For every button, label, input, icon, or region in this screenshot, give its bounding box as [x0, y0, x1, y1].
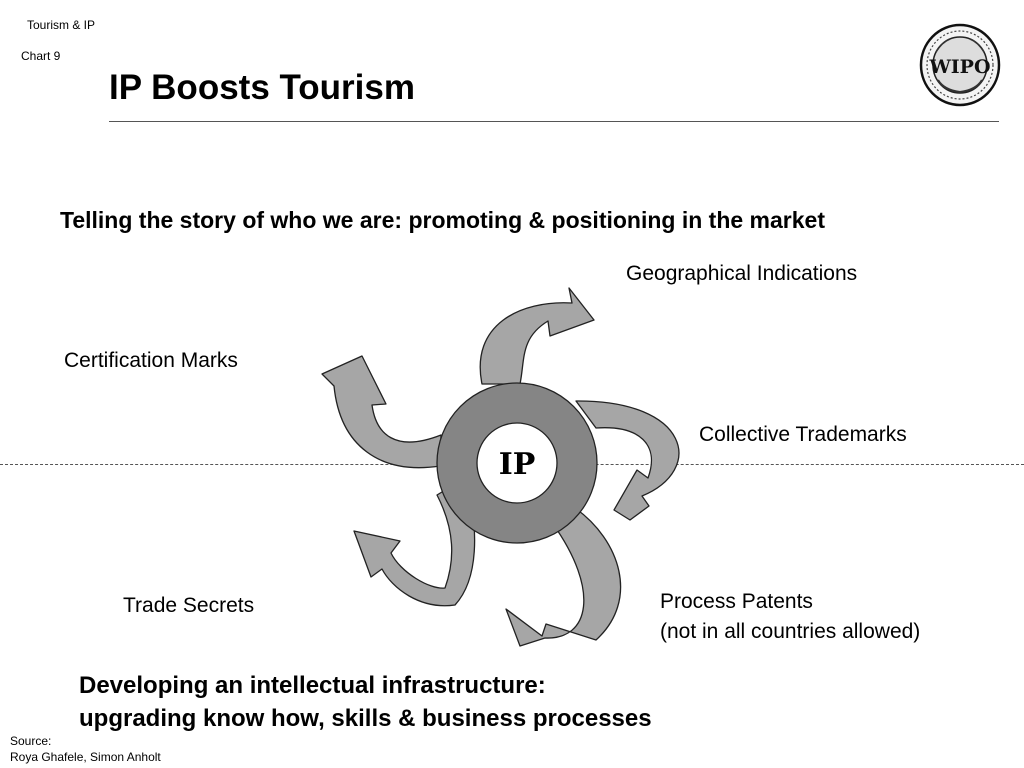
source-authors: Roya Ghafele, Simon Anholt	[10, 750, 161, 764]
label-collective-trademarks: Collective Trademarks	[699, 423, 907, 446]
source-note: Source: Roya Ghafele, Simon Anholt	[10, 733, 161, 765]
page-title: IP Boosts Tourism	[109, 68, 415, 107]
tagline-top: Telling the story of who we are: promoti…	[60, 207, 825, 233]
section-label: Tourism & IP	[27, 18, 96, 32]
label-geographical-indications: Geographical Indications	[626, 262, 858, 285]
logo-text: WIPO	[928, 56, 990, 78]
bottom-tagline: Developing an intellectual infrastructur…	[79, 669, 652, 735]
arrow-collective-trademarks	[575, 400, 680, 521]
label-certification-marks: Certification Marks	[64, 349, 238, 372]
ip-center-disc	[476, 422, 558, 504]
label-process-patents-title: Process Patents	[660, 590, 813, 613]
ip-center-label: IP	[499, 447, 536, 482]
bottom-tagline-line1: Developing an intellectual infrastructur…	[79, 672, 546, 699]
label-process-patents: Process Patents (not in all countries al…	[660, 587, 920, 647]
bottom-tagline-line2: upgrading know how, skills & business pr…	[79, 705, 652, 732]
arrow-process-patents	[505, 507, 622, 647]
chart-number-label: Chart 9	[21, 49, 61, 63]
wipo-logo: WIPO	[919, 23, 1001, 107]
arrow-geographical-indications	[479, 287, 595, 385]
label-trade-secrets: Trade Secrets	[123, 594, 255, 617]
arrow-certification-marks	[321, 355, 442, 469]
arrow-trade-secrets	[353, 477, 476, 607]
label-process-patents-note: (not in all countries allowed)	[660, 620, 921, 643]
source-label: Source:	[10, 734, 52, 748]
title-underline	[109, 121, 999, 122]
